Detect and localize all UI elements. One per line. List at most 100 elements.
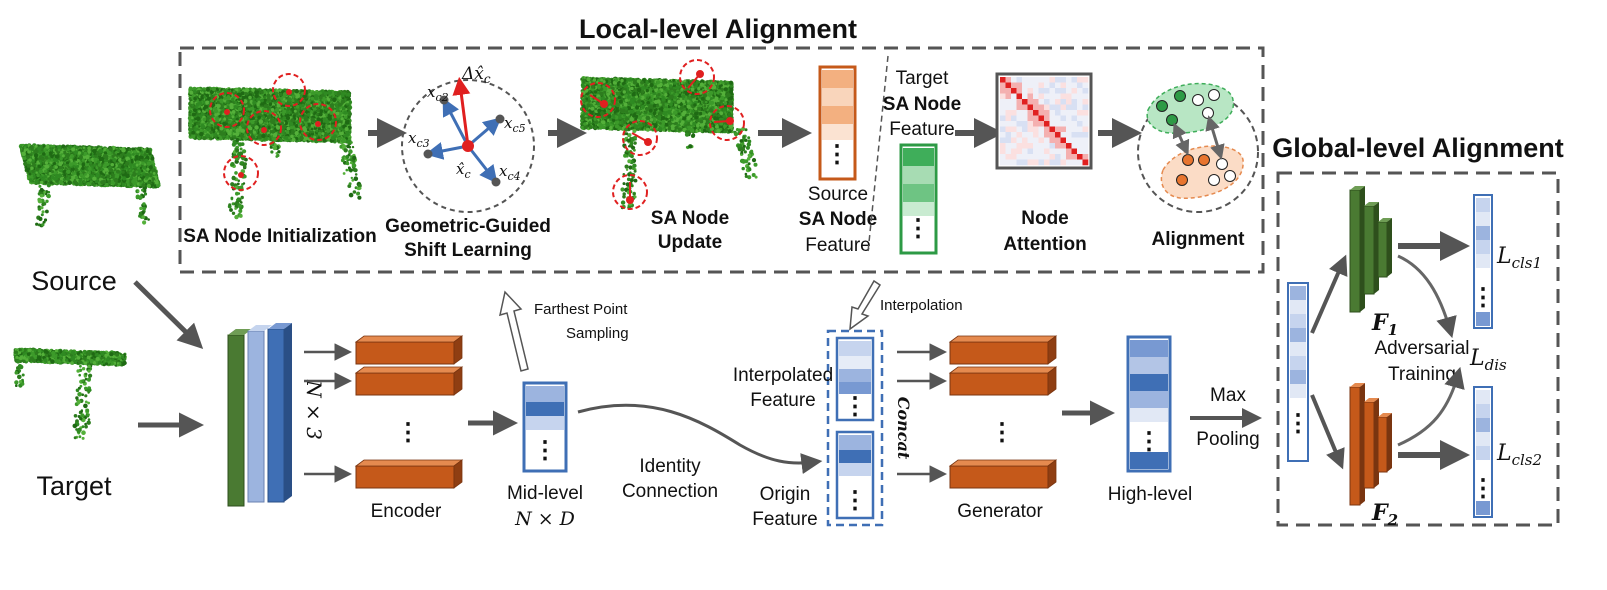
attention-label-1: Node (1021, 208, 1069, 229)
target-feature-label-3: Feature (889, 119, 954, 140)
origin-label-2: Feature (752, 509, 817, 530)
global-alignment-title: Global-level Alignment (1272, 133, 1564, 163)
sa-update-label-2: Update (658, 232, 722, 253)
concat-label: Concat (894, 397, 913, 460)
sa-update-shifts (589, 70, 734, 204)
attention-label-2: Attention (1003, 234, 1086, 255)
identity-label-2: Connection (622, 481, 718, 502)
delta-xc-symbol: Δx̂ (461, 64, 484, 84)
generator-blocks (948, 335, 1058, 489)
classifier-f1 (1349, 186, 1392, 313)
encoder-arrows (304, 343, 352, 483)
arrow-source-to-backbone (133, 280, 204, 350)
global-feature-dots: ⋮ (1286, 410, 1310, 437)
target-feature-label-2: SA Node (883, 94, 961, 115)
source-sa-feature-vector (818, 65, 857, 181)
mid-level-label: Mid-level (507, 483, 583, 504)
f2-label: F (1371, 500, 1389, 526)
sa-update-circles (580, 59, 745, 210)
target-label: Target (36, 471, 112, 501)
interpolated-label-1: Interpolated (733, 365, 833, 386)
arrow-to-f2 (1310, 394, 1345, 470)
cls2-output-vector (1473, 386, 1493, 518)
xhat-c-sub: c (464, 168, 470, 181)
maxpool-label-2: Pooling (1196, 429, 1259, 450)
xc3-x: x (408, 129, 417, 147)
xc4-sub: c4 (507, 170, 520, 183)
shift-label-2: Shift Learning (404, 240, 532, 261)
interpolated-feature-vector (835, 336, 875, 422)
fps-arrow (499, 290, 529, 372)
global-feature-vector (1287, 282, 1309, 462)
lcls1-sub: cls1 (1512, 254, 1542, 272)
interpolation-arrow (849, 279, 882, 331)
f2-sub: 2 (1387, 511, 1398, 529)
source-feature-label-1: Source (808, 184, 868, 205)
sa-update-point-cloud (579, 76, 758, 210)
origin-label-1: Origin (760, 484, 811, 505)
local-alignment-title: Local-level Alignment (579, 14, 857, 44)
cls2-dots: ⋮ (1471, 475, 1495, 502)
arrow-f2-to-dis (1397, 366, 1465, 447)
sa-init-centers (224, 89, 321, 178)
classifier-f2 (1349, 383, 1392, 506)
encoder-blocks (354, 335, 464, 489)
target-feature-dots: ⋮ (906, 215, 930, 242)
generator-label: Generator (957, 501, 1043, 522)
mid-feature-dots: ⋮ (533, 437, 557, 464)
generator-dots: ⋮ (990, 419, 1014, 446)
source-feature-label-3: Feature (805, 235, 870, 256)
adversarial-label-2: Training (1388, 364, 1456, 385)
concat-box (826, 329, 884, 527)
f1-sub: 1 (1388, 321, 1398, 339)
mid-level-feature-vector (522, 381, 568, 473)
identity-label-1: Identity (639, 456, 701, 477)
adversarial-label-1: Adversarial (1374, 338, 1469, 359)
interpolation-label: Interpolation (880, 297, 963, 314)
sa-init-circles (209, 73, 337, 191)
arrow-f1-to-dis (1397, 254, 1457, 339)
arrow-to-f1 (1310, 254, 1348, 334)
f1-label: F (1371, 310, 1389, 336)
feature-separator (867, 55, 889, 253)
xc5-sub: c5 (512, 122, 525, 135)
node-attention-heatmap (995, 72, 1093, 170)
xc2-sub: c2 (435, 91, 448, 104)
maxpool-label-1: Max (1210, 385, 1246, 406)
global-alignment-box (1276, 171, 1560, 527)
lcls2-label: L (1496, 441, 1512, 466)
sa-update-label-1: SA Node (651, 208, 729, 229)
generator-arrows (897, 343, 947, 483)
high-feature-dots: ⋮ (1137, 428, 1161, 455)
encoder-dots: ⋮ (396, 419, 420, 446)
xc5-x: x (504, 114, 513, 132)
local-alignment-box (178, 46, 1265, 274)
alignment-label: Alignment (1152, 229, 1246, 250)
sa-init-label: SA Node Initialization (183, 226, 377, 247)
mid-level-dim: N × D (514, 508, 575, 530)
origin-feature-dots: ⋮ (843, 487, 867, 514)
target-sa-feature-vector (899, 143, 938, 255)
cls1-output-vector (1473, 194, 1493, 329)
origin-feature-vector (835, 430, 875, 520)
shift-learning-diagram (401, 76, 535, 213)
xc2-x: x (427, 83, 436, 101)
nx3-label: N × 3 (302, 379, 326, 440)
target-point-cloud (13, 347, 127, 440)
lcls1-label: L (1496, 244, 1512, 269)
identity-connection-curve (577, 403, 823, 474)
source-point-cloud (18, 143, 161, 228)
sa-init-point-cloud (187, 86, 362, 220)
cls1-dots: ⋮ (1471, 284, 1495, 311)
source-feature-label-2: SA Node (799, 209, 877, 230)
lcls2-sub: cls2 (1512, 451, 1542, 469)
fps-label-1: Farthest Point (534, 301, 628, 318)
fps-label-2: Sampling (566, 325, 629, 342)
target-feature-label-1: Target (896, 68, 950, 89)
xhat-c-symbol: x̂ (456, 160, 465, 178)
xc3-sub: c3 (416, 137, 429, 150)
shift-label-1: Geometric-Guided (385, 216, 551, 237)
ldis-sub: dis (1485, 356, 1507, 374)
source-label: Source (31, 266, 117, 296)
